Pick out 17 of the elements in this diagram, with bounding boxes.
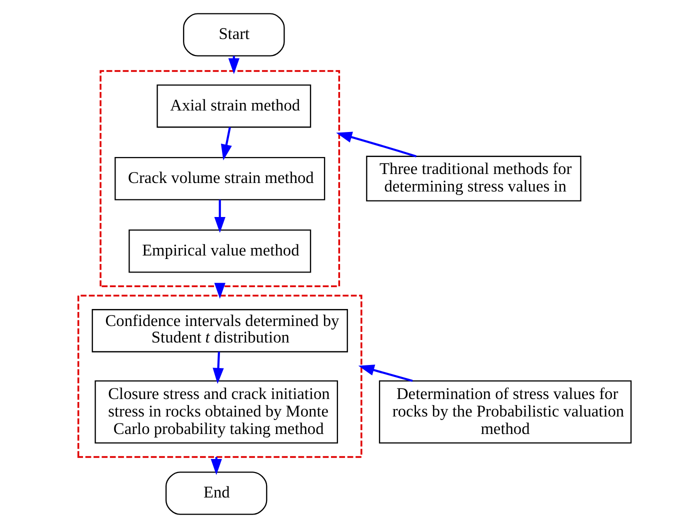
node-box: Crack volume strain method: [114, 156, 326, 200]
arrow: [212, 351, 224, 384]
arrow: [358, 364, 413, 382]
cluster: [77, 294, 362, 458]
arrow: [220, 126, 232, 160]
node-box: Determination of stress values for rocks by the Probabilistic valuation method: [378, 380, 632, 444]
node-box: End: [165, 471, 268, 514]
node-box: Three traditional methods for determining stress values in: [366, 155, 582, 201]
arrow: [214, 282, 226, 298]
arrow: [336, 131, 417, 157]
arrow: [214, 199, 226, 232]
node-box: Axial strain method: [156, 84, 312, 128]
node-box: Empirical value method: [128, 229, 312, 272]
node-box: Closure stress and crack initiation stress in rocks obtained by Monte Carlo probability taking method: [94, 380, 338, 444]
node-box: Start: [183, 12, 285, 56]
cluster: [100, 70, 340, 287]
node-box: Confidence intervals determined by Student t distribution: [92, 308, 348, 352]
